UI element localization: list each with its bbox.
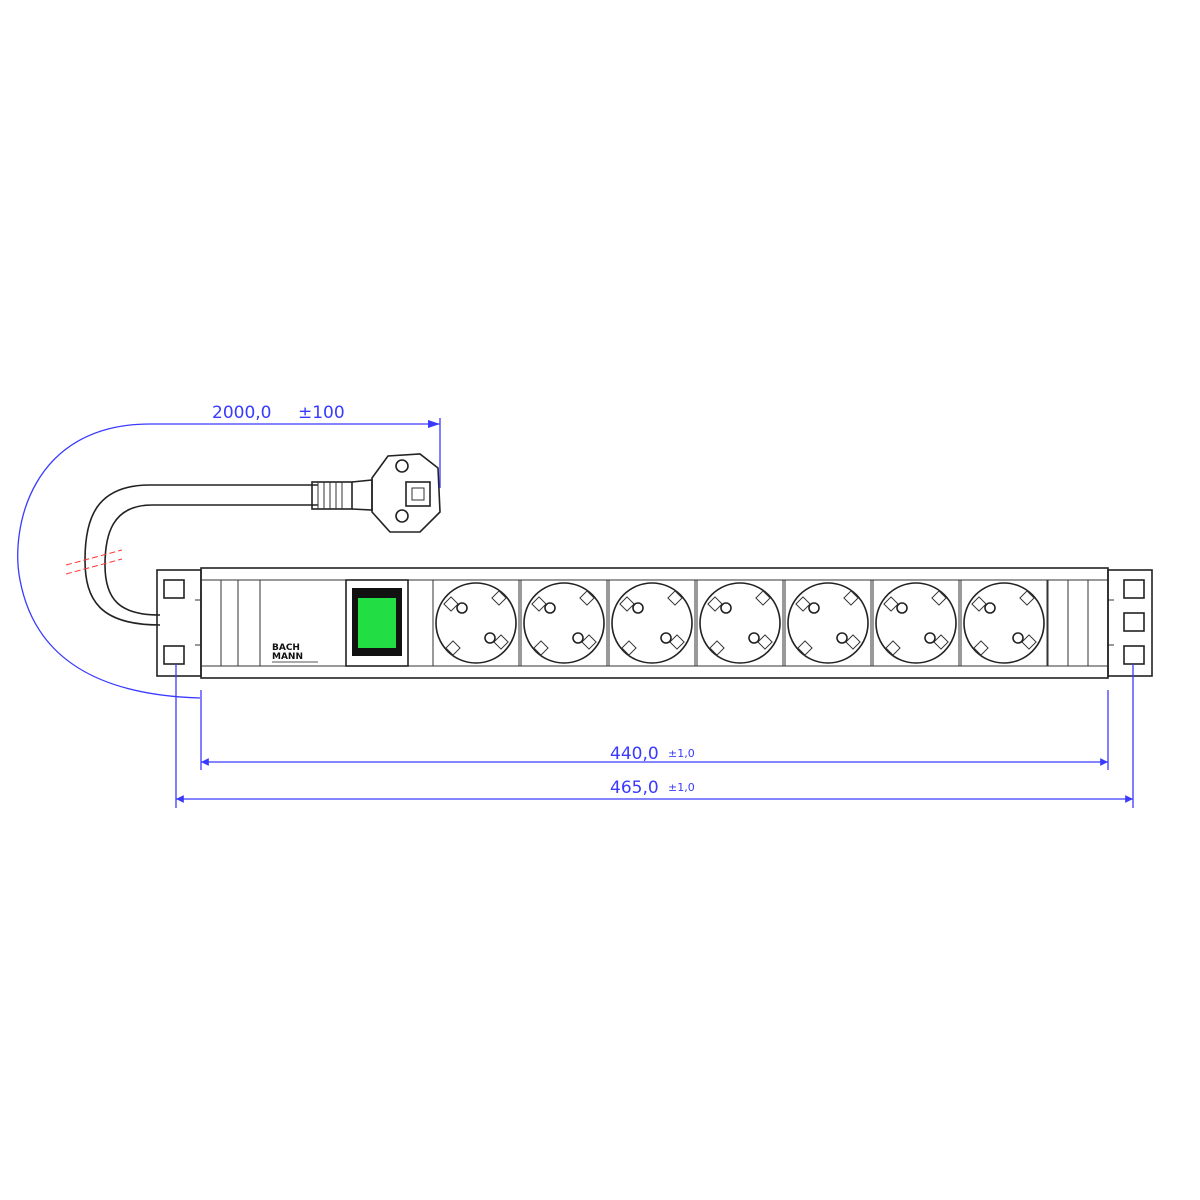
- mounting-slot-icon: [163, 579, 185, 599]
- logo-line-1: BACH: [272, 643, 300, 653]
- logo-line-2: MANN: [272, 652, 303, 662]
- overall-width-tolerance: ±1,0: [668, 781, 695, 794]
- cable-length-tolerance: ±100: [298, 403, 345, 423]
- body-width-dimension: 440,0 ±1,0: [200, 690, 1109, 770]
- mounting-slot-icon: [163, 645, 185, 665]
- schuko-socket-icon: [696, 579, 784, 667]
- schuko-socket-icon: [520, 579, 608, 667]
- overall-width-dimension: 465,0 ±1,0: [175, 664, 1134, 808]
- socket-row: [432, 579, 1048, 667]
- schuko-socket-icon: [432, 579, 520, 667]
- mounting-slot-icon: [1123, 645, 1145, 665]
- mounting-slot-icon: [1123, 579, 1145, 599]
- schuko-plug-icon: [311, 453, 441, 533]
- right-mounting-bracket: [1107, 569, 1153, 677]
- cable-length-value: 2000,0: [212, 403, 271, 423]
- schuko-socket-icon: [784, 579, 872, 667]
- power-switch-icon: [345, 579, 409, 667]
- schuko-socket-icon: [608, 579, 696, 667]
- body-width-tolerance: ±1,0: [668, 747, 695, 760]
- bachmann-logo: BACH MANN: [272, 643, 318, 663]
- overall-width-value: 465,0: [610, 778, 659, 798]
- cable-break-mark: [65, 549, 123, 575]
- body-width-value: 440,0: [610, 744, 659, 764]
- left-mounting-bracket: [156, 569, 202, 677]
- schuko-socket-icon: [872, 579, 960, 667]
- cable-length-dimension: 2000,0 ±100: [17, 403, 441, 699]
- mounting-slot-icon: [1123, 612, 1145, 632]
- power-strip-body: [200, 567, 1109, 679]
- schuko-socket-icon: [960, 579, 1048, 667]
